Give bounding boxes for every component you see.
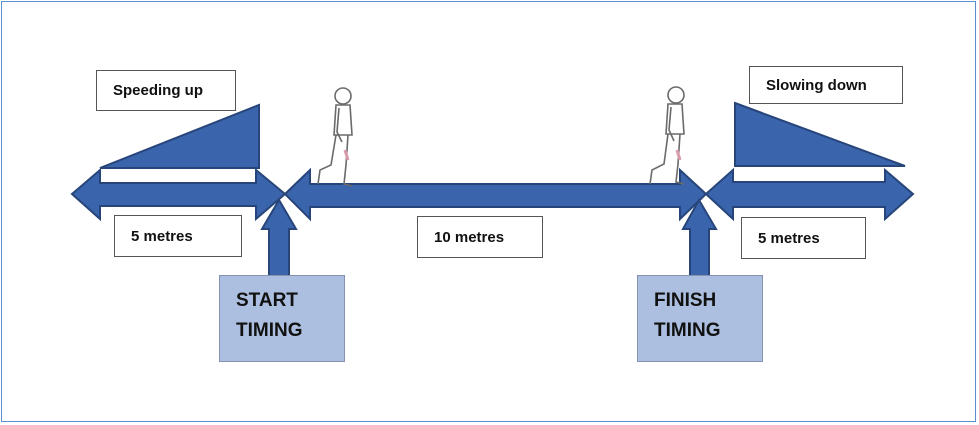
start-timing-line-1: START — [236, 290, 298, 311]
finish-timing-line-2: TIMING — [654, 320, 721, 341]
middle-double-arrow — [283, 167, 708, 222]
start-timing-line-2: TIMING — [236, 320, 303, 341]
right-distance-label: 5 metres — [741, 217, 866, 259]
finish-timing-box: FINISH TIMING — [637, 275, 763, 362]
start-timing-arrow — [260, 198, 298, 277]
finish-timing-line-1: FINISH — [654, 290, 717, 311]
right-double-arrow — [704, 167, 915, 222]
slowing-down-wedge — [734, 101, 906, 167]
slowing-down-label: Slowing down — [749, 66, 903, 104]
finish-timing-arrow — [681, 197, 718, 277]
middle-distance-label: 10 metres — [417, 216, 543, 258]
left-distance-label: 5 metres — [114, 215, 242, 257]
walking-person-icon — [317, 87, 353, 187]
speeding-up-label: Speeding up — [96, 70, 236, 111]
walking-person-icon — [649, 86, 685, 185]
speeding-up-wedge — [99, 103, 260, 169]
left-double-arrow — [70, 167, 287, 222]
start-timing-box: START TIMING — [219, 275, 345, 362]
